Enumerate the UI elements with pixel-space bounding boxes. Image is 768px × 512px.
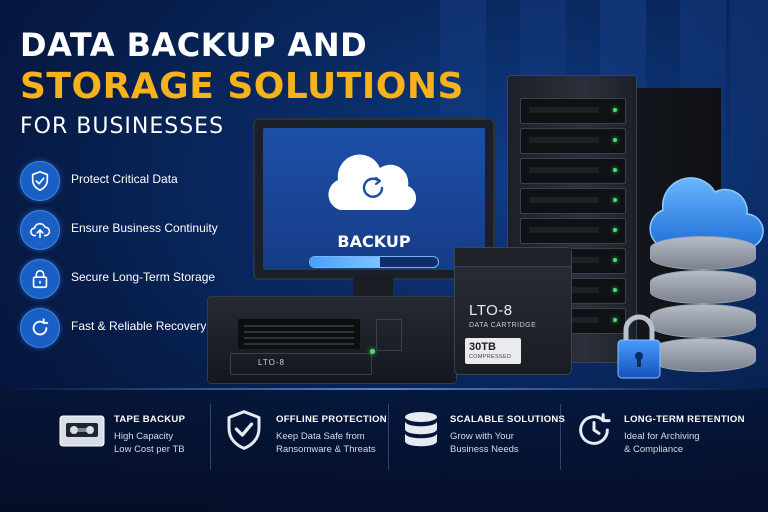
headline-line-1: DATA BACKUP AND <box>20 26 368 64</box>
divider-glow <box>0 388 768 390</box>
cartridge-title: LTO-8 <box>469 302 513 319</box>
tape-drive: LTO-8 <box>207 296 457 384</box>
bottom-feature-title: LONG-TERM RETENTION <box>624 414 745 425</box>
drive-bay <box>520 188 626 214</box>
bottom-feature-title: SCALABLE SOLUTIONS <box>450 414 566 425</box>
feature-long-term-storage: Secure Long-Term Storage <box>20 259 230 299</box>
separator <box>388 404 389 470</box>
drive-eject-panel <box>376 319 402 351</box>
drive-led <box>370 349 375 354</box>
tape-icon <box>59 415 105 447</box>
drive-label: LTO-8 <box>258 358 285 367</box>
separator <box>560 404 561 470</box>
database-disk <box>650 236 756 270</box>
padlock-icon <box>20 259 60 299</box>
feature-label: Fast & Reliable Recovery <box>71 319 207 333</box>
cloud-icon <box>649 177 764 249</box>
cloud-upload-icon <box>20 210 60 250</box>
cartridge-top <box>455 248 571 267</box>
datacenter-background <box>730 0 768 230</box>
headline-line-3: FOR BUSINESSES <box>20 114 225 139</box>
database-disk <box>650 304 756 338</box>
database-icon <box>405 412 437 447</box>
feature-label: Secure Long-Term Storage <box>71 270 216 284</box>
refresh-icon <box>20 308 60 348</box>
shield-check-icon <box>20 161 60 201</box>
backup-label: BACKUP <box>337 232 411 251</box>
cartridge-sticker: 30TB COMPRESSED <box>465 338 521 364</box>
drive-bay <box>520 218 626 244</box>
feature-reliable-recovery: Fast & Reliable Recovery <box>20 308 230 348</box>
tape-cartridge: LTO-8 DATA CARTRIDGE 30TB COMPRESSED <box>454 247 572 375</box>
feature-business-continuity: Ensure Business Continuity <box>20 210 230 250</box>
backup-progress-fill <box>310 257 381 267</box>
monitor-screen: BACKUP <box>263 128 485 270</box>
bottom-feature-desc: Ideal for Archiving& Compliance <box>624 431 700 455</box>
bottom-feature-title: OFFLINE PROTECTION <box>276 414 387 425</box>
feature-label: Protect Critical Data <box>71 172 178 186</box>
feature-protect-data: Protect Critical Data <box>20 161 230 201</box>
tape-slot <box>238 319 360 349</box>
cartridge-subtitle: DATA CARTRIDGE <box>469 322 537 329</box>
database-disk <box>650 338 756 372</box>
cloud-sync-icon <box>328 154 416 210</box>
database-disk <box>650 270 756 304</box>
cartridge-capacity: 30TB <box>469 341 496 353</box>
backup-progress-bar <box>309 256 439 268</box>
bottom-feature-title: TAPE BACKUP <box>114 414 186 425</box>
separator <box>210 404 211 470</box>
shield-check-icon <box>227 410 261 450</box>
drive-bezel <box>230 353 372 375</box>
drive-bay <box>520 158 626 184</box>
padlock-icon <box>617 314 661 379</box>
bottom-feature-long-term-retention: LONG-TERM RETENTION Ideal for Archiving&… <box>574 410 754 470</box>
feature-label: Ensure Business Continuity <box>71 221 218 235</box>
drive-bay <box>520 98 626 124</box>
clock-icon <box>579 413 611 445</box>
monitor-stand <box>353 276 393 296</box>
drive-bay <box>520 128 626 154</box>
cartridge-capacity-note: COMPRESSED <box>469 354 512 360</box>
bottom-feature-strip <box>0 388 768 512</box>
headline-line-2: STORAGE SOLUTIONS <box>20 66 464 107</box>
